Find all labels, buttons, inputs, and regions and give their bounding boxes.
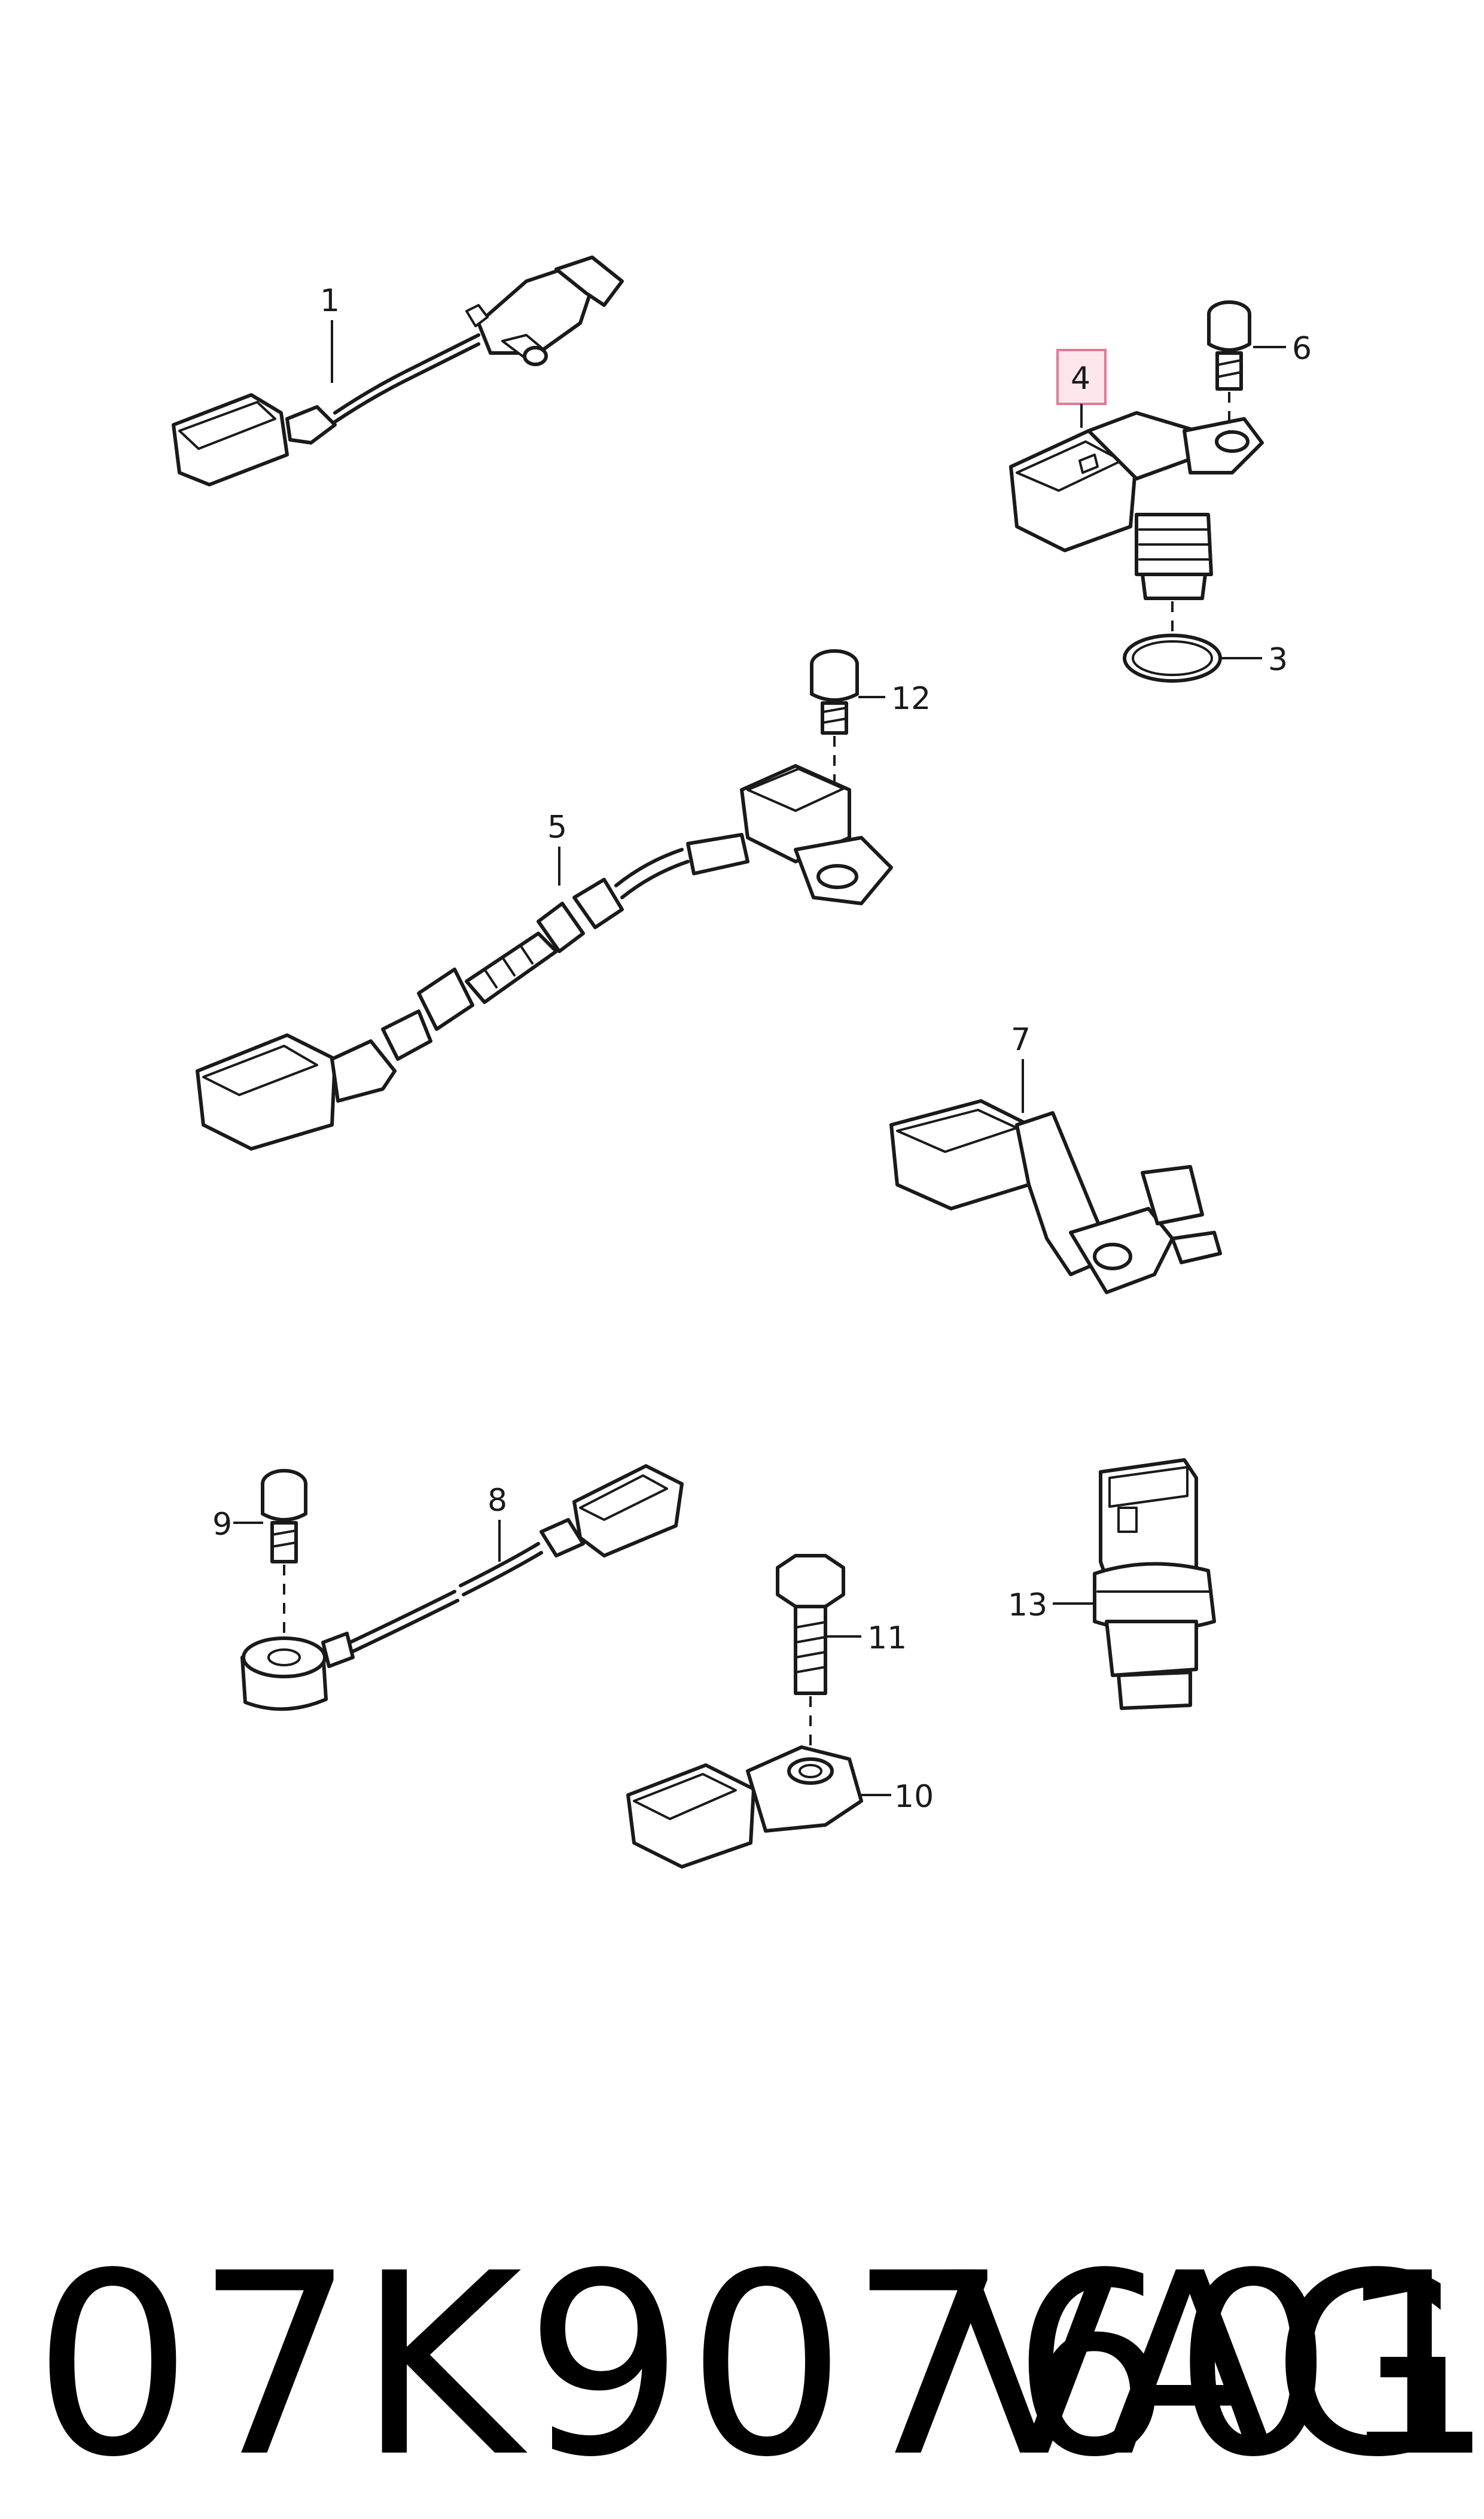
callout-4-highlight xyxy=(1056,349,1107,405)
callout-7: 7 xyxy=(1011,1022,1031,1058)
callout-4: 4 xyxy=(1071,361,1090,397)
part-5-sensor-corrugated-cable[interactable] xyxy=(196,764,893,1151)
part-9-bolt[interactable] xyxy=(261,1469,307,1563)
part-3-o-ring[interactable] xyxy=(1123,634,1222,683)
part-10-sensor[interactable] xyxy=(626,1745,863,1869)
part-6-bolt[interactable] xyxy=(1207,300,1251,391)
parts-diagram: 1 4 6 3 12 xyxy=(172,255,1312,1869)
part-4-position-sensor[interactable] xyxy=(1009,411,1264,600)
callout-11: 11 xyxy=(867,1620,907,1656)
part-12-bolt[interactable] xyxy=(810,649,859,735)
brand-name: VAG xyxy=(948,2220,1466,2512)
part-1-sensor-cable[interactable] xyxy=(172,255,624,486)
callout-9: 9 xyxy=(212,1507,232,1543)
callout-12: 12 xyxy=(891,681,931,717)
part-13-pressure-sensor[interactable] xyxy=(1093,1458,1216,1710)
callout-6: 6 xyxy=(1292,331,1312,367)
part-number: 07K907601 xyxy=(33,2220,1484,2512)
callout-3: 3 xyxy=(1268,642,1288,678)
callout-1: 1 xyxy=(320,283,340,319)
callout-10: 10 xyxy=(894,1779,934,1815)
callout-8: 8 xyxy=(487,1483,507,1519)
part-8-knock-sensor[interactable] xyxy=(240,1464,684,1711)
part-7-bracket-sensor[interactable] xyxy=(889,1099,1222,1294)
callout-13: 13 xyxy=(1008,1587,1047,1623)
part-11-bolt[interactable] xyxy=(776,1554,845,1695)
callout-5: 5 xyxy=(547,810,567,845)
